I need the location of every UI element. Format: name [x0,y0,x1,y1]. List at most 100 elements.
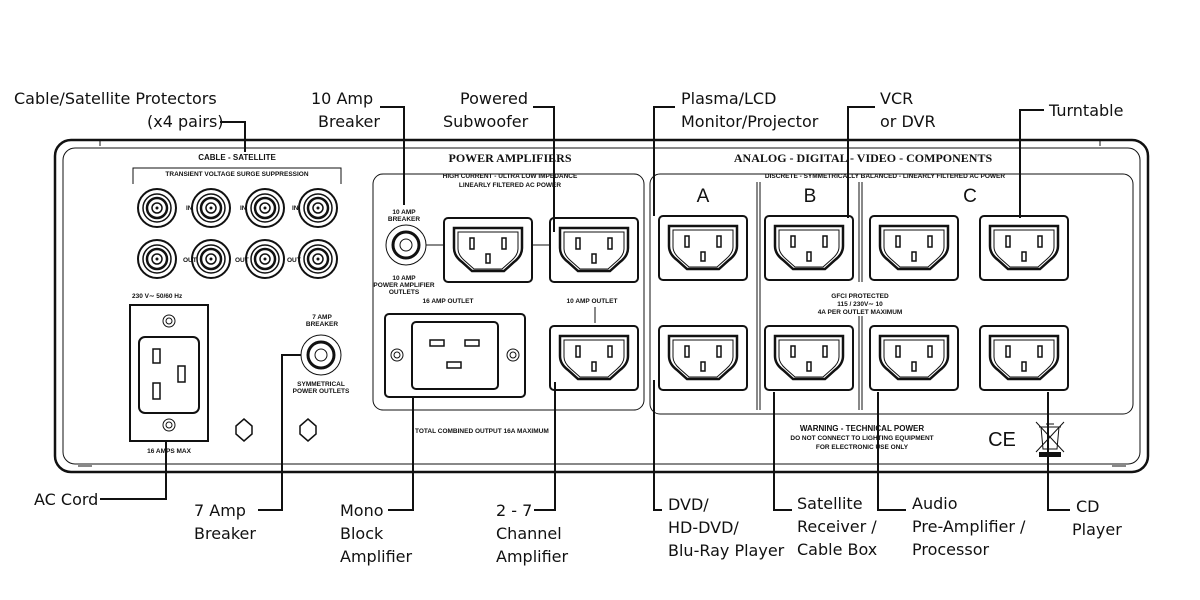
hex-screw [235,418,253,442]
callout-dvd: Blu-Ray Player [668,541,785,560]
gfci-label: 4A PER OUTLET MAXIMUM [818,309,903,316]
breaker-10-label: 10 AMP [392,209,416,216]
breaker-7-label: 7 AMP [312,314,332,321]
gfci-label: GFCI PROTECTED [831,293,889,300]
coax-connector [191,239,231,279]
coax-in-label: IN [186,205,193,212]
hex-screw [299,418,317,442]
cable-satellite-section: CABLE - SATELLITE TRANSIENT VOLTAGE SURG… [132,153,342,279]
callout-turntable: Turntable [1048,101,1123,120]
callout-ac-cord: AC Cord [34,490,98,509]
callout-dvd: HD-DVD/ [668,518,739,537]
callout-channel-amp: Channel [496,524,562,543]
coax-out-label: OUT [183,257,197,264]
components-title: ANALOG - DIGITAL - VIDEO - COMPONENTS [734,151,993,165]
ac-outlet [764,215,854,281]
components-subtitle: DISCRETE - SYMMETRICALLY BALANCED - LINE… [765,173,1005,180]
callout-dvd: DVD/ [668,495,709,514]
inlet-voltage: 230 V∼ 50/60 Hz [132,293,183,300]
outlet-10-label: 10 AMP OUTLET [567,298,618,305]
callout-satellite-receiver: Satellite [797,494,863,513]
callout-channel-amp: 2 - 7 [496,501,532,520]
callout-subwoofer: Powered [460,89,528,108]
ac-outlet [443,217,533,283]
coax-in-label: IN [240,205,247,212]
ce-mark: CE [988,429,1016,451]
coax-connector [191,188,231,228]
bank-c-label: C [963,186,977,207]
bank-a-label: A [697,186,710,207]
callout-satellite-receiver: Receiver / [797,517,877,536]
ac-outlet [658,215,748,281]
callout-mono-block: Mono [340,501,384,520]
callout-cd-player: Player [1072,520,1122,539]
nema-outlets [443,215,1069,391]
power-amplifiers-title: POWER AMPLIFIERS [448,151,571,165]
ac-outlet [869,325,959,391]
coax-connector [245,239,285,279]
coax-connector [137,188,177,228]
callout-cd-player: CD [1076,497,1100,516]
breaker-10-outlets-label: POWER AMPLIFIER [373,282,434,289]
inlet-rating: 16 AMPS MAX [147,448,191,455]
breaker-10-label: BREAKER [388,216,420,223]
total-output-label: TOTAL COMBINED OUTPUT 16A MAXIMUM [415,428,549,435]
callout-breaker-10: 10 Amp [311,89,373,108]
callout-cable-satellite: Cable/Satellite Protectors [14,89,217,108]
warning-label: WARNING - TECHNICAL POWER [800,424,925,433]
coax-out-row [137,239,338,279]
power-amplifiers-subtitle: HIGH CURRENT - ULTRA LOW IMPEDANCE [443,173,578,180]
cable-section-subtitle: TRANSIENT VOLTAGE SURGE SUPPRESSION [165,171,308,178]
ac-outlet [549,325,639,391]
callouts-bottom: AC Cord 7 Amp Breaker Mono Block Amplifi… [34,354,1122,566]
callout-vcr: VCR [880,89,913,108]
callout-audio-preamp: Pre-Amplifier / [912,517,1026,536]
callout-channel-amp: Amplifier [496,547,569,566]
ac-outlet [764,325,854,391]
coax-connector [298,188,338,228]
symmetrical-outlets-label: POWER OUTLETS [293,388,350,395]
callout-subwoofer: Subwoofer [443,112,529,131]
power-amplifiers-section: POWER AMPLIFIERS HIGH CURRENT - ULTRA LO… [372,151,645,435]
ac-outlet [979,325,1069,391]
coax-in-label: IN [292,205,299,212]
ac-outlet [658,325,748,391]
bank-b-label: B [804,186,817,207]
breaker-7-amp: 7 AMP BREAKER SYMMETRICAL POWER OUTLETS [293,314,350,395]
ac-inlet: 230 V∼ 50/60 Hz 16 AMPS MAX [129,293,209,455]
callout-breaker-7: 7 Amp [194,501,246,520]
cable-section-title: CABLE - SATELLITE [198,153,276,162]
callout-breaker-10: Breaker [318,112,380,131]
callout-breaker-7: Breaker [194,524,256,543]
coax-connector [137,239,177,279]
components-section: ANALOG - DIGITAL - VIDEO - COMPONENTS DI… [649,151,1134,457]
callouts-top: Cable/Satellite Protectors (x4 pairs) 10… [14,89,1123,232]
callout-plasma-lcd: Monitor/Projector [681,112,819,131]
gfci-label: 115 / 230V∼ 10 [837,301,883,308]
outlet-16-label: 16 AMP OUTLET [423,298,474,305]
power-amplifiers-subtitle: LINEARLY FILTERED AC POWER [459,182,562,189]
callout-audio-preamp: Audio [912,494,957,513]
symmetrical-outlets-label: SYMMETRICAL [297,381,345,388]
coax-connector [298,239,338,279]
callout-plasma-lcd: Plasma/LCD [681,89,776,108]
coax-connector [245,188,285,228]
callout-cable-satellite: (x4 pairs) [147,112,224,131]
callout-vcr: or DVR [880,112,936,131]
breaker-10-outlets-label: 10 AMP [392,275,416,282]
breaker-7-label: BREAKER [306,321,338,328]
callout-audio-preamp: Processor [912,540,989,559]
callout-mono-block: Block [340,524,384,543]
coax-in-row [137,188,338,228]
callout-mono-block: Amplifier [340,547,413,566]
callout-satellite-receiver: Cable Box [797,540,877,559]
warning-label: FOR ELECTRONIC USE ONLY [816,444,909,451]
warning-label: DO NOT CONNECT TO LIGHTING EQUIPMENT [790,435,933,442]
outlet-16-amp [384,313,526,398]
coax-out-label: OUT [235,257,249,264]
ac-outlet [549,217,639,283]
ac-outlet [869,215,959,281]
ac-outlet [979,215,1069,281]
breaker-10-outlets-label: OUTLETS [389,289,420,296]
